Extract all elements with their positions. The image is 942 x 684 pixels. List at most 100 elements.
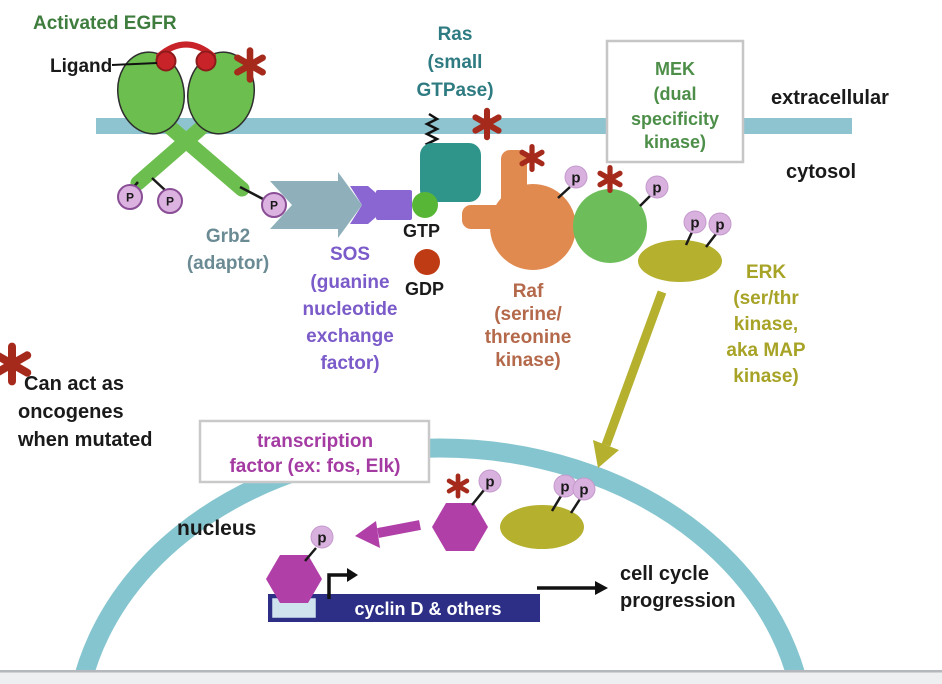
- mek-phosphate-line: [639, 195, 651, 207]
- ligand-pointer-line: [111, 62, 158, 66]
- raf-phosphate-line: [557, 186, 571, 199]
- phosphate-letter: p: [652, 180, 661, 197]
- footer-divider: [0, 670, 942, 673]
- grb2-label: (adaptor): [187, 253, 269, 274]
- mek-label: MEK: [655, 59, 695, 79]
- raf-label: Raf: [513, 281, 544, 302]
- raf-body: [490, 184, 576, 270]
- phosphate-circle: [261, 192, 287, 218]
- mek-protein: [573, 189, 647, 263]
- phosphate-letter: p: [560, 479, 569, 496]
- transcription-factor-label: factor (ex: fos, Elk): [229, 456, 400, 477]
- phosphate-letter: p: [690, 215, 699, 232]
- erk-label: kinase): [733, 366, 798, 387]
- tf-arrow-shaft: [377, 520, 421, 538]
- raf-label: (serine/: [494, 304, 562, 325]
- sos-label: nucleotide: [302, 299, 397, 320]
- cell-cycle-arrowhead: [595, 581, 608, 595]
- gtp-molecule: [412, 192, 438, 218]
- gdp-label: GDP: [405, 279, 444, 299]
- phosphate-letter: p: [571, 170, 580, 187]
- tf-phosphate-line: [471, 489, 485, 506]
- ligand-molecule: [195, 50, 217, 72]
- mek-label: kinase): [644, 132, 706, 152]
- erk-arrow-shaft: [601, 290, 667, 447]
- phosphate-letter: P: [126, 191, 134, 205]
- raf-label: kinase): [495, 350, 560, 371]
- oncogene-note: Can act as: [24, 373, 124, 395]
- phosphate-letter: p: [579, 482, 588, 499]
- phosphate-circle: [310, 525, 334, 549]
- transcription-factor-hexagon: [432, 503, 488, 551]
- mek-label: (dual: [654, 84, 697, 104]
- tf-binding-arrow: [355, 520, 421, 548]
- erk-label: aka MAP: [726, 340, 806, 361]
- erk-nuclear-phosphate-lines: [550, 495, 582, 514]
- phosphate-letter: P: [166, 195, 174, 209]
- cyclin-d-gene-label: cyclin D & others: [354, 599, 501, 619]
- sos-label: (guanine: [310, 272, 389, 293]
- ras-label: GTPase): [416, 80, 493, 101]
- phosphate-letter: p: [317, 530, 326, 547]
- sos-label: factor): [320, 353, 379, 374]
- nucleus-envelope: [72, 438, 808, 684]
- sos-protein-body: [376, 190, 412, 220]
- erk-label: ERK: [746, 262, 786, 283]
- ligand-molecule: [155, 50, 177, 72]
- phosphate-circle: [572, 477, 596, 501]
- mek-label: specificity: [631, 109, 719, 129]
- ligand-label: Ligand: [50, 56, 112, 77]
- footer-strip: [0, 672, 942, 684]
- phosphate-letter: p: [715, 217, 724, 234]
- nucleus-label: nucleus: [177, 517, 256, 540]
- erk-protein-nuclear: [500, 505, 584, 549]
- transcription-factor-label: transcription: [257, 431, 373, 452]
- gtp-label: GTP: [403, 221, 440, 241]
- sos-protein-chevron: [350, 186, 390, 224]
- erk-protein: [638, 240, 722, 282]
- oncogene-asterisk: [600, 168, 620, 191]
- sos-label: SOS: [330, 244, 370, 265]
- raf-label: threonine: [485, 327, 572, 348]
- tf-arrow-head: [355, 521, 380, 548]
- erk-phosphate-lines: [684, 231, 717, 248]
- oncogene-note: oncogenes: [18, 401, 124, 423]
- erk-label: (ser/thr: [733, 288, 799, 309]
- egfr-receptor: [117, 41, 264, 201]
- cell-cycle-label: cell cycle: [620, 563, 709, 585]
- erk-label: kinase,: [734, 314, 798, 335]
- ras-label: Ras: [438, 24, 473, 45]
- phosphate-circle: [645, 175, 669, 199]
- tf-bound-phosphate-line: [304, 547, 317, 562]
- cytosol-label: cytosol: [786, 161, 856, 183]
- phosphate-circle: [157, 188, 183, 214]
- ras-protein: [420, 143, 481, 202]
- transcription-factor-hexagon-bound: [266, 555, 322, 603]
- phosphate-letter: p: [485, 474, 494, 491]
- sos-label: exchange: [306, 326, 394, 347]
- erk-translocation-arrow: [593, 290, 667, 468]
- phosphate-circle: [478, 469, 502, 493]
- transcription-factor-label-box: [198, 419, 431, 484]
- gdp-molecule: [414, 249, 440, 275]
- phosphate-circle: [708, 212, 732, 236]
- phosphate-circle: [564, 165, 588, 189]
- erk-arrow-head: [593, 440, 619, 468]
- phosphate-circle: [683, 210, 707, 234]
- egfr-lobe-left: [117, 51, 185, 135]
- oncogene-note: when mutated: [17, 429, 152, 451]
- cell-cycle-label: progression: [620, 590, 736, 612]
- mek-label-box: [605, 39, 745, 164]
- grb2-protein: [270, 172, 362, 238]
- transcription-start-arrowhead: [347, 568, 358, 582]
- activated-egfr-label: Activated EGFR: [33, 13, 177, 34]
- ras-label: (small: [428, 52, 483, 73]
- extracellular-label: extracellular: [771, 87, 889, 109]
- transcription-start-arrow: [327, 573, 348, 599]
- phosphate-circle: [117, 184, 143, 210]
- egfr-stem-left: [156, 114, 250, 197]
- phosphates: P P P p p p p p p p p: [117, 165, 732, 549]
- grb2-label: Grb2: [206, 226, 250, 247]
